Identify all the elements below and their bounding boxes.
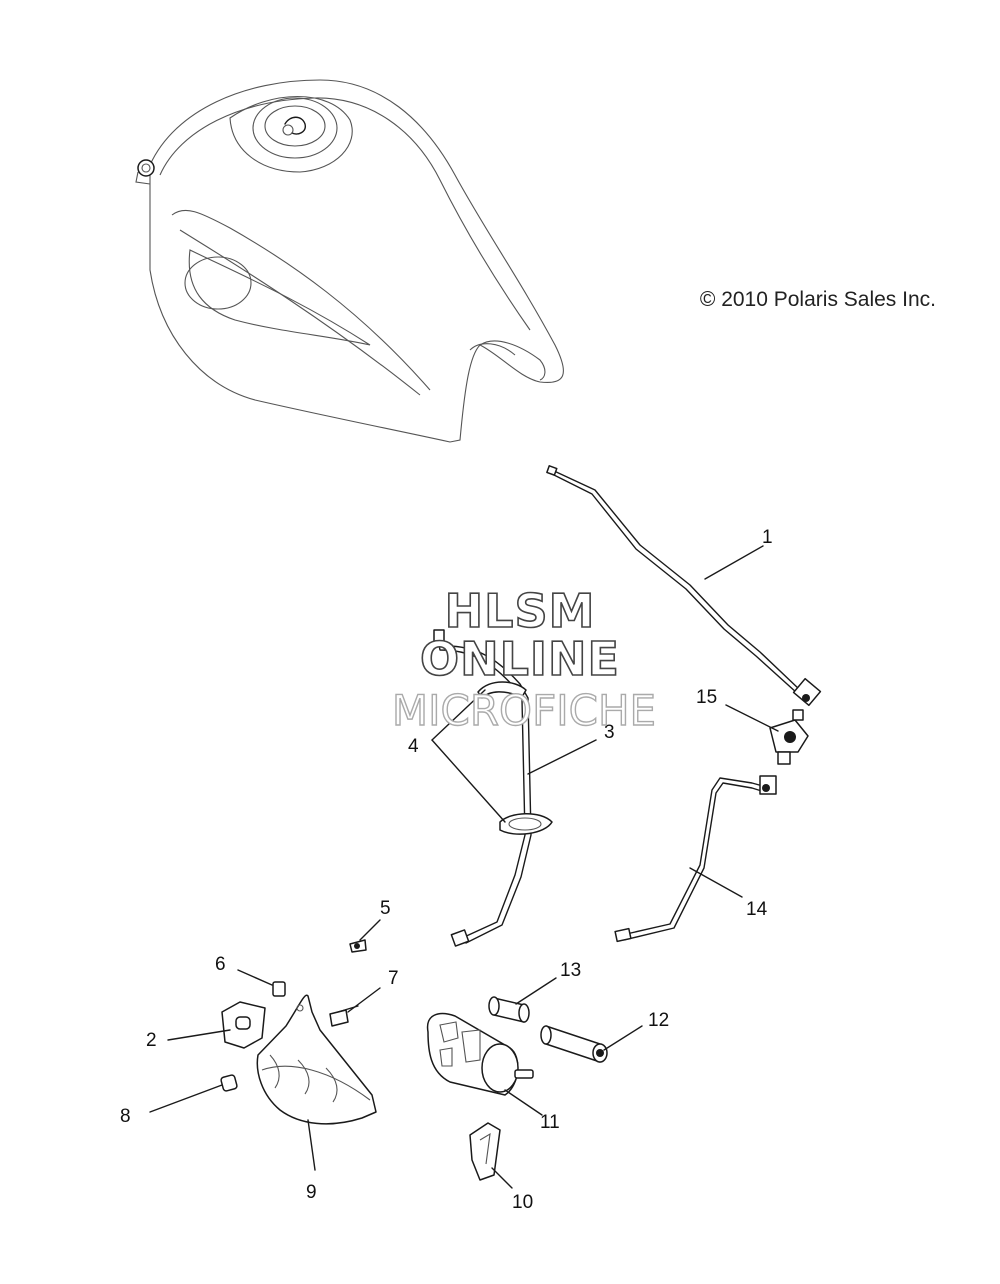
leader-14: [689, 867, 743, 898]
nut-part-6: [272, 981, 286, 997]
leader-5: [359, 919, 381, 941]
copyright-notice: © 2010 Polaris Sales Inc.: [700, 288, 936, 311]
leader-1: [704, 545, 764, 580]
leader-13: [515, 977, 557, 1005]
leader-4a: [431, 689, 486, 741]
leader-2: [167, 1029, 231, 1041]
leader-15: [725, 704, 779, 732]
leader-8: [149, 1084, 223, 1113]
callout-15: 15: [696, 687, 717, 708]
callout-8: 8: [120, 1106, 131, 1127]
vent-line-part-1: [546, 465, 822, 707]
leader-10: [491, 1167, 513, 1189]
callout-3: 3: [604, 722, 615, 743]
strap-part-10: [469, 1122, 501, 1181]
callout-4: 4: [408, 736, 419, 757]
bolt-part-7: [329, 1005, 359, 1027]
hose-part-14: [614, 775, 777, 943]
callout-11: 11: [540, 1112, 560, 1133]
hose-part-3: [433, 629, 532, 947]
valve-part-15: [769, 709, 809, 765]
bracket-part-2: [221, 1001, 266, 1049]
callout-7: 7: [388, 968, 399, 989]
leader-4b: [431, 739, 506, 823]
clip-part-5: [349, 939, 367, 953]
canister-part-11: [426, 1012, 534, 1096]
leader-3: [527, 739, 597, 775]
fuel-tank: [135, 79, 564, 443]
watermark-line-2: ONLINE: [420, 632, 620, 686]
leader-12: [603, 1025, 643, 1051]
leader-9: [307, 1119, 316, 1171]
callout-10: 10: [512, 1192, 533, 1213]
callout-2: 2: [146, 1030, 157, 1051]
leader-11: [504, 1089, 543, 1116]
leader-6: [237, 969, 273, 986]
callout-14: 14: [746, 899, 768, 920]
callout-6: 6: [215, 954, 226, 975]
tube-part-12: [540, 1025, 608, 1063]
shield-part-9: [256, 994, 377, 1125]
callout-12: 12: [648, 1010, 669, 1031]
watermark-line-3: MICROFICHE: [392, 686, 656, 735]
callout-5: 5: [380, 898, 391, 919]
watermark-line-1: HLSM: [445, 584, 596, 638]
leader-7: [347, 987, 381, 1013]
clamps-part-4: [477, 681, 553, 835]
screw-part-8: [220, 1074, 238, 1092]
callout-13: 13: [560, 960, 581, 981]
callout-1: 1: [762, 527, 773, 548]
tube-part-13: [488, 996, 530, 1023]
callout-9: 9: [306, 1182, 317, 1203]
